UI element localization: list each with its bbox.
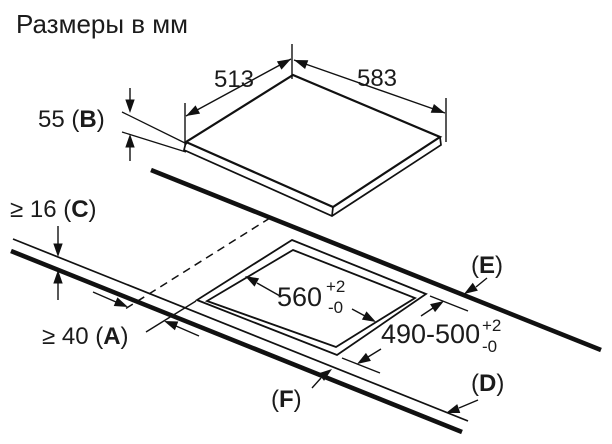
dim-560-label: 560+2-0 — [277, 277, 345, 317]
label-f-leader — [311, 377, 322, 389]
arrowhead — [357, 352, 371, 364]
cutout-edge-extension-line — [145, 300, 197, 333]
dim-55-extension-bottom — [121, 131, 187, 153]
dimension-lines — [57, 44, 488, 409]
dim-490-label: 490-500+2-0 — [381, 316, 501, 356]
dim-16-label: ≥ 16 (C) — [10, 196, 97, 223]
arrowhead — [125, 99, 135, 113]
projection-dashed-line — [124, 217, 271, 310]
worktop-cutout — [145, 238, 469, 374]
arrowheads — [53, 59, 478, 414]
dim-583-label: 583 — [357, 65, 397, 92]
cutout-outer-edge — [195, 238, 428, 357]
arrowhead — [125, 134, 135, 148]
label-f: (F) — [271, 386, 302, 413]
label-e-leader — [475, 277, 488, 288]
arrowhead — [430, 301, 444, 313]
hob-body-lip — [183, 136, 442, 217]
worktop — [10, 167, 602, 435]
hob-glass-top — [183, 73, 443, 209]
dim-513-line — [185, 58, 292, 117]
label-d-leader — [458, 399, 479, 409]
worktop-front-bottom-edge-line — [10, 248, 463, 435]
dim-55-label: 55 (B) — [38, 106, 105, 133]
arrowhead — [446, 404, 461, 414]
arrowhead — [318, 369, 332, 381]
cutout-depth-extension-line-1 — [429, 295, 469, 312]
arrowhead — [186, 105, 201, 116]
dim-560-line-b — [351, 308, 366, 317]
arrowhead — [276, 59, 291, 70]
label-e: (E) — [471, 252, 503, 279]
hob — [183, 73, 443, 217]
arrowhead — [294, 60, 309, 70]
cutout-inner-edge — [204, 249, 417, 348]
dim-55-extension-top — [121, 111, 188, 145]
cutout-depth-extension-line-2 — [341, 357, 381, 374]
dim-583-line — [293, 59, 446, 114]
dim-490-line-b — [367, 348, 382, 358]
arrowhead — [245, 276, 260, 287]
arrowhead — [464, 282, 478, 294]
diagram-title: Размеры в мм — [16, 9, 188, 39]
dim-513-label: 513 — [214, 66, 254, 93]
hob-lip-corner-step — [331, 206, 334, 217]
arrowhead — [361, 311, 376, 322]
arrowhead — [430, 103, 445, 113]
arrowhead — [53, 270, 63, 284]
dim-40-arrow-tail-left — [92, 291, 117, 303]
label-d: (D) — [471, 370, 504, 397]
arrowhead — [53, 243, 63, 257]
dim-560-line-a — [256, 282, 281, 297]
dim-40-label: ≥ 40 (A) — [42, 323, 129, 350]
dim-40-arrow-tail-right — [175, 325, 200, 337]
worktop-front-top-edge-line — [12, 238, 469, 422]
arrowhead — [164, 321, 179, 331]
arrowhead — [113, 297, 128, 307]
dim-490-line-a — [420, 307, 434, 317]
worktop-back-edge-line — [150, 167, 602, 353]
